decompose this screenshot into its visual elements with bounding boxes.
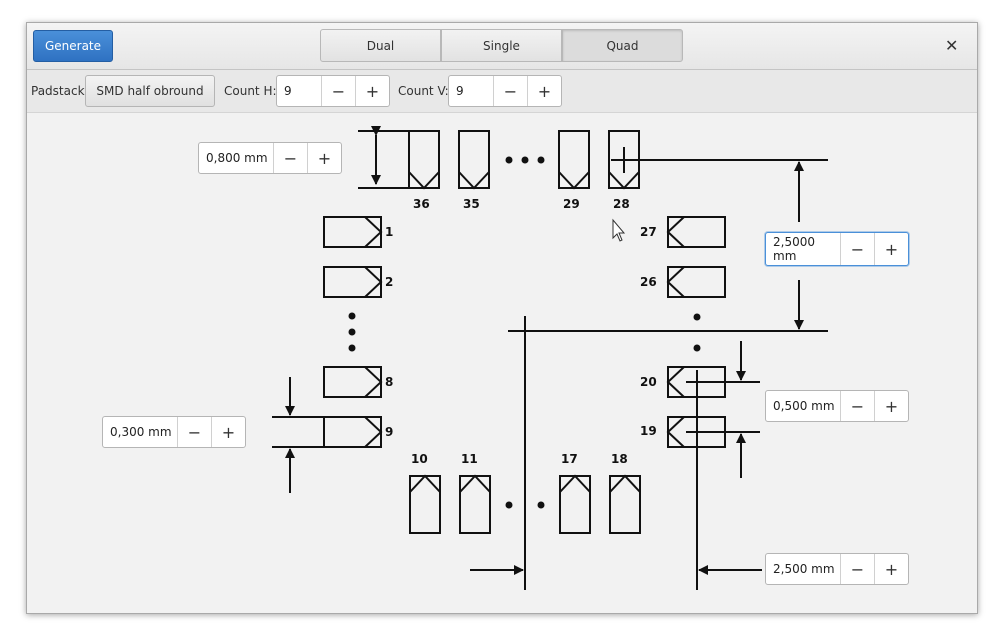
count-h-label: Count H: <box>224 84 277 98</box>
pad-spacing-decrement-button[interactable]: − <box>840 391 874 421</box>
row-spacing-increment-button[interactable]: + <box>874 554 908 584</box>
footprint-generator-window: Generate Dual Single Quad ✕ Padstack: SM… <box>26 22 978 614</box>
tab-quad[interactable]: Quad <box>562 29 683 62</box>
pad-left-8 <box>323 366 383 398</box>
pad-right-27 <box>666 216 726 248</box>
count-h-input[interactable]: 9 <box>284 84 292 98</box>
row-spacing-input[interactable]: 2,500 mm <box>773 562 835 576</box>
pad-right-26 <box>666 266 726 298</box>
pin-number: 10 <box>411 452 428 466</box>
pitch-input[interactable]: 2,5000 mm <box>773 235 815 263</box>
pitch-increment-button[interactable]: + <box>874 233 908 265</box>
pad-width-spinner: 0,800 mm − + <box>198 142 342 174</box>
pin-number: 28 <box>613 197 630 211</box>
pin-number: 26 <box>640 275 657 289</box>
pad-width-input[interactable]: 0,800 mm <box>206 151 268 165</box>
pin-number: 20 <box>640 375 657 389</box>
count-h-spinner: 9 − + <box>276 75 390 107</box>
pad-width-decrement-button[interactable]: − <box>273 143 307 173</box>
pin-number: 17 <box>561 452 578 466</box>
pin-number: 35 <box>463 197 480 211</box>
count-v-spinner: 9 − + <box>448 75 562 107</box>
pin-number: 8 <box>385 375 393 389</box>
count-v-input[interactable]: 9 <box>456 84 464 98</box>
pad-left-9 <box>323 416 383 448</box>
pad-width-increment-button[interactable]: + <box>307 143 341 173</box>
generate-button[interactable]: Generate <box>33 30 113 62</box>
tab-single[interactable]: Single <box>441 29 562 62</box>
count-v-decrement-button[interactable]: − <box>493 76 527 106</box>
pad-height-decrement-button[interactable]: − <box>177 417 211 447</box>
padstack-label: Padstack: <box>31 84 89 98</box>
pad-left-2 <box>323 266 383 298</box>
pad-spacing-spinner: 0,500 mm − + <box>765 390 909 422</box>
pin-number: 29 <box>563 197 580 211</box>
pin-number: 9 <box>385 425 393 439</box>
mouse-cursor-icon <box>612 218 626 242</box>
row-spacing-spinner: 2,500 mm − + <box>765 553 909 585</box>
close-icon[interactable]: ✕ <box>945 36 959 55</box>
tab-dual[interactable]: Dual <box>320 29 441 62</box>
pad-top-35 <box>458 130 490 190</box>
pin-number: 27 <box>640 225 657 239</box>
pin-number: 19 <box>640 424 657 438</box>
pad-top-36 <box>408 130 440 190</box>
pin-number: 36 <box>413 197 430 211</box>
pad-height-increment-button[interactable]: + <box>211 417 245 447</box>
pin-number: 1 <box>385 225 393 239</box>
pad-top-29 <box>558 130 590 190</box>
pitch-decrement-button[interactable]: − <box>840 233 874 265</box>
header-bar: Generate Dual Single Quad ✕ <box>27 23 977 70</box>
pad-spacing-increment-button[interactable]: + <box>874 391 908 421</box>
pin-number: 2 <box>385 275 393 289</box>
count-h-decrement-button[interactable]: − <box>321 76 355 106</box>
pin-number: 11 <box>461 452 478 466</box>
pad-left-1 <box>323 216 383 248</box>
pad-height-spinner: 0,300 mm − + <box>102 416 246 448</box>
ellipsis-dots <box>348 156 701 509</box>
pad-bottom-11 <box>459 474 491 534</box>
pad-bottom-10 <box>409 474 441 534</box>
toolbar: Padstack: SMD half obround Count H: 9 − … <box>27 70 977 113</box>
pad-height-input[interactable]: 0,300 mm <box>110 425 172 439</box>
count-h-increment-button[interactable]: + <box>355 76 389 106</box>
pin-number: 18 <box>611 452 628 466</box>
pitch-spinner: 2,5000 mm − + <box>765 232 909 266</box>
pad-bottom-18 <box>609 474 641 534</box>
count-v-label: Count V: <box>398 84 449 98</box>
row-spacing-decrement-button[interactable]: − <box>840 554 874 584</box>
pad-spacing-input[interactable]: 0,500 mm <box>773 399 835 413</box>
padstack-button[interactable]: SMD half obround <box>85 75 215 107</box>
count-v-increment-button[interactable]: + <box>527 76 561 106</box>
pad-bottom-17 <box>559 474 591 534</box>
